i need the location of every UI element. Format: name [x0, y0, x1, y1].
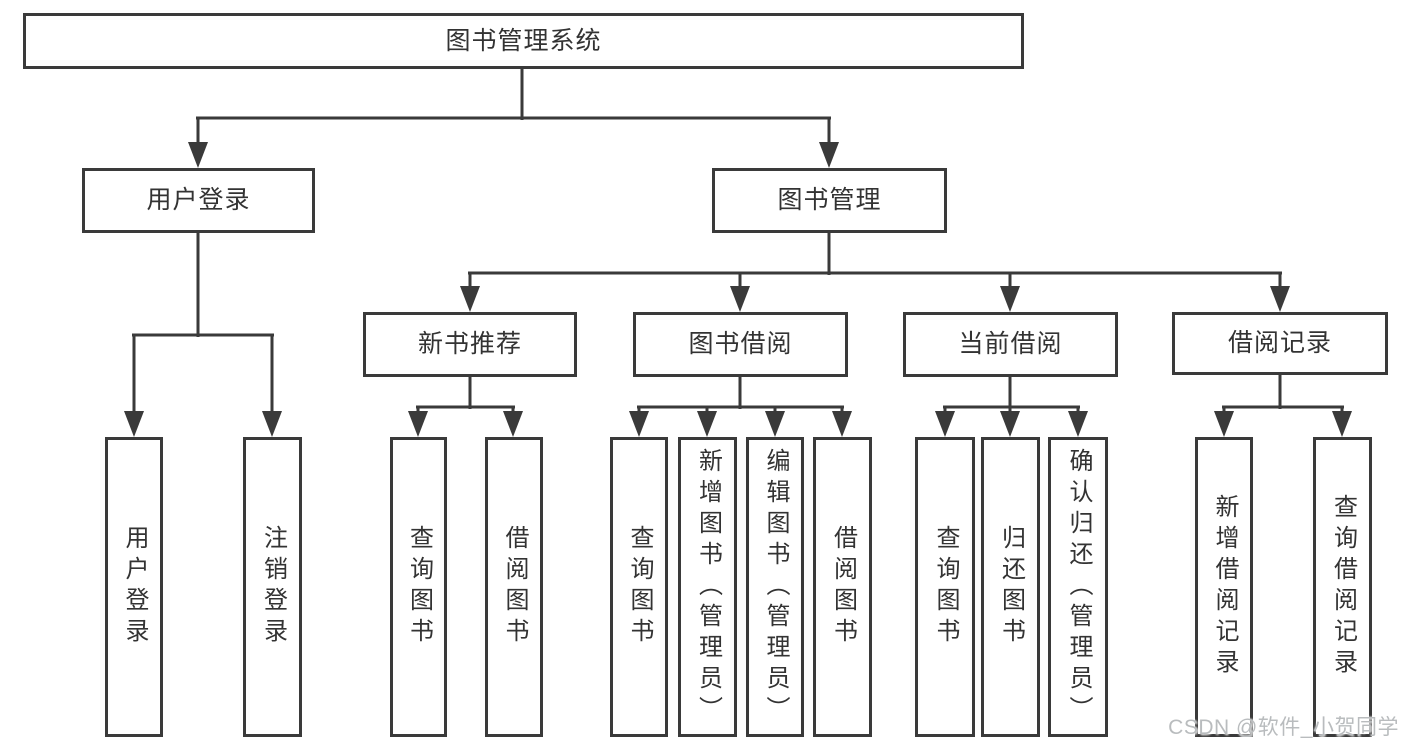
node-new-book-recommend: 新书推荐: [363, 312, 577, 377]
node-borrow-records: 借阅记录: [1172, 312, 1388, 375]
leaf-query-borrow-record: 查询借阅记录: [1313, 437, 1372, 737]
leaf-query-books-recommend: 查询图书: [390, 437, 447, 737]
node-current-borrow: 当前借阅: [903, 312, 1118, 377]
leaf-add-books-admin: 新增图书（管理员）: [678, 437, 737, 737]
leaf-logout: 注销登录: [243, 437, 302, 737]
leaf-edit-books-admin: 编辑图书（管理员）: [746, 437, 804, 737]
node-user-login: 用户登录: [82, 168, 315, 233]
leaf-return-books: 归还图书: [981, 437, 1040, 737]
leaf-user-login: 用户登录: [105, 437, 163, 737]
node-library-system: 图书管理系统: [23, 13, 1024, 69]
node-book-borrow: 图书借阅: [633, 312, 848, 377]
leaf-query-books-borrow: 查询图书: [610, 437, 668, 737]
leaf-borrow-books-recommend: 借阅图书: [485, 437, 543, 737]
leaf-confirm-return-admin: 确认归还（管理员）: [1048, 437, 1108, 737]
leaf-query-books-current: 查询图书: [915, 437, 975, 737]
leaf-add-borrow-record: 新增借阅记录: [1195, 437, 1253, 737]
leaf-borrow-books: 借阅图书: [813, 437, 872, 737]
node-book-management: 图书管理: [712, 168, 947, 233]
csdn-watermark: CSDN @软件_小贺同学: [1168, 716, 1399, 739]
